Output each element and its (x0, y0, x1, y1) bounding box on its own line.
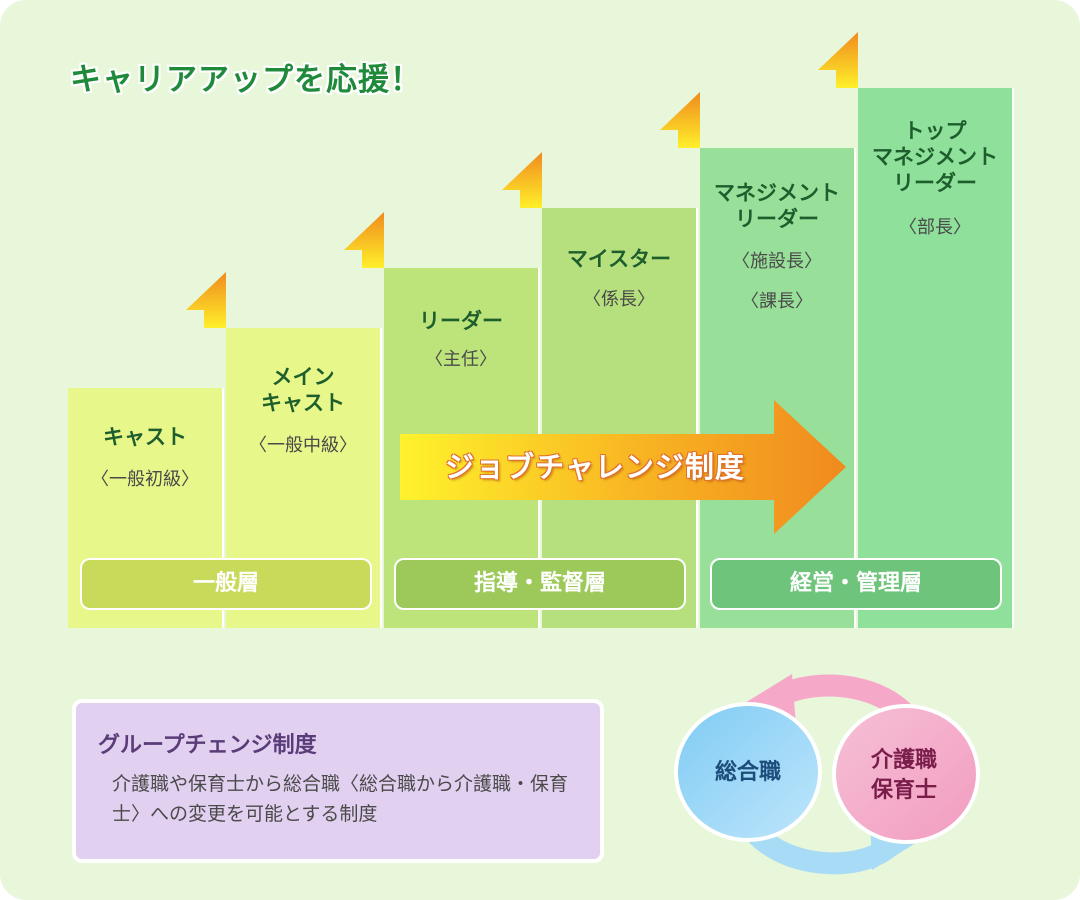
step-up-arrow-icon (344, 212, 384, 268)
career-step-position: 〈課長〉 (741, 291, 813, 312)
career-step-title: トップ マネジメント リーダー (872, 119, 998, 195)
career-step-title: マイスター (566, 247, 672, 271)
layer-management: 経営・管理層 (710, 558, 1002, 610)
career-step-6: トップ マネジメント リーダー〈部長〉 (858, 88, 1014, 628)
step-up-arrow-icon (502, 152, 542, 208)
career-step-title: リーダー (419, 309, 503, 333)
group-change-title: グループチェンジ制度 (98, 733, 317, 758)
career-step-title: マネジメント リーダー (714, 181, 840, 231)
career-step-position: 〈部長〉 (899, 217, 971, 238)
job-change-cycle (674, 674, 980, 875)
career-step-5: マネジメント リーダー〈施設長〉〈課長〉 (700, 148, 856, 628)
group-change-description: 介護職や保育士から総合職〈総合職から介護職・保育士〉への変更を可能とする制度 (112, 773, 569, 825)
layer-supervisory: 指導・監督層 (394, 558, 686, 610)
job-challenge-arrow (400, 400, 846, 534)
career-step-position: 〈一般中級〉 (249, 435, 357, 456)
career-step-position: 〈施設長〉 (732, 251, 822, 272)
step-up-arrow-icon (660, 92, 700, 148)
group-change-box: グループチェンジ制度 介護職や保育士から総合職〈総合職から介護職・保育士〉への変… (72, 699, 604, 863)
care-childcare-label: 介護職 保育士 (870, 748, 937, 803)
career-step-title: メイン キャスト (261, 365, 345, 415)
page-title: キャリアアップを応援！ (70, 62, 422, 98)
career-step-position: 〈主任〉 (425, 349, 497, 370)
step-up-arrow-icon (818, 32, 858, 88)
step-up-arrow-icon (186, 272, 226, 328)
career-step-position: 〈係長〉 (583, 289, 655, 310)
job-challenge-label: ジョブチャレンジ制度 (445, 450, 745, 484)
career-step-position: 〈一般初級〉 (91, 469, 199, 490)
layer-general: 一般層 (80, 558, 372, 610)
general-staff-label: 総合職 (714, 760, 781, 785)
career-step-title: キャスト (103, 425, 187, 449)
